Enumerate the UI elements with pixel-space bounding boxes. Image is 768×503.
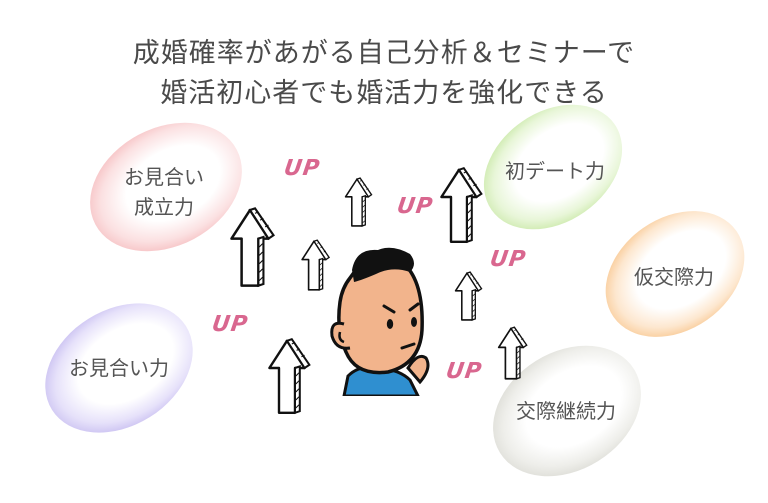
skill-label-hatsu-date: 初デート力 bbox=[505, 159, 605, 183]
up-arrow-icon bbox=[497, 326, 528, 380]
skill-label-kousai-keizoku: 交際継続力 bbox=[516, 399, 616, 423]
up-arrow-icon bbox=[268, 338, 311, 414]
up-label: UP bbox=[444, 359, 484, 384]
up-label: UP bbox=[488, 247, 528, 272]
headline-line-2: 婚活初心者でも婚活力を強化できる bbox=[160, 78, 608, 109]
up-label: UP bbox=[395, 194, 435, 219]
up-arrow-icon bbox=[454, 271, 483, 321]
skill-label-omiai: お見合い力 bbox=[69, 356, 169, 380]
up-arrow-icon bbox=[344, 177, 373, 227]
skill-label-omiai-seiritsu: お見合い 成立力 bbox=[124, 165, 204, 219]
skill-label-kari-kousai: 仮交際力 bbox=[634, 265, 714, 289]
thinking-man-icon bbox=[330, 247, 430, 396]
up-arrow-icon bbox=[230, 207, 275, 287]
up-label: UP bbox=[210, 312, 250, 337]
up-arrow-icon bbox=[440, 166, 483, 244]
headline-line-1: 成婚確率があがる自己分析＆セミナーで bbox=[132, 38, 636, 69]
up-label: UP bbox=[282, 156, 322, 181]
